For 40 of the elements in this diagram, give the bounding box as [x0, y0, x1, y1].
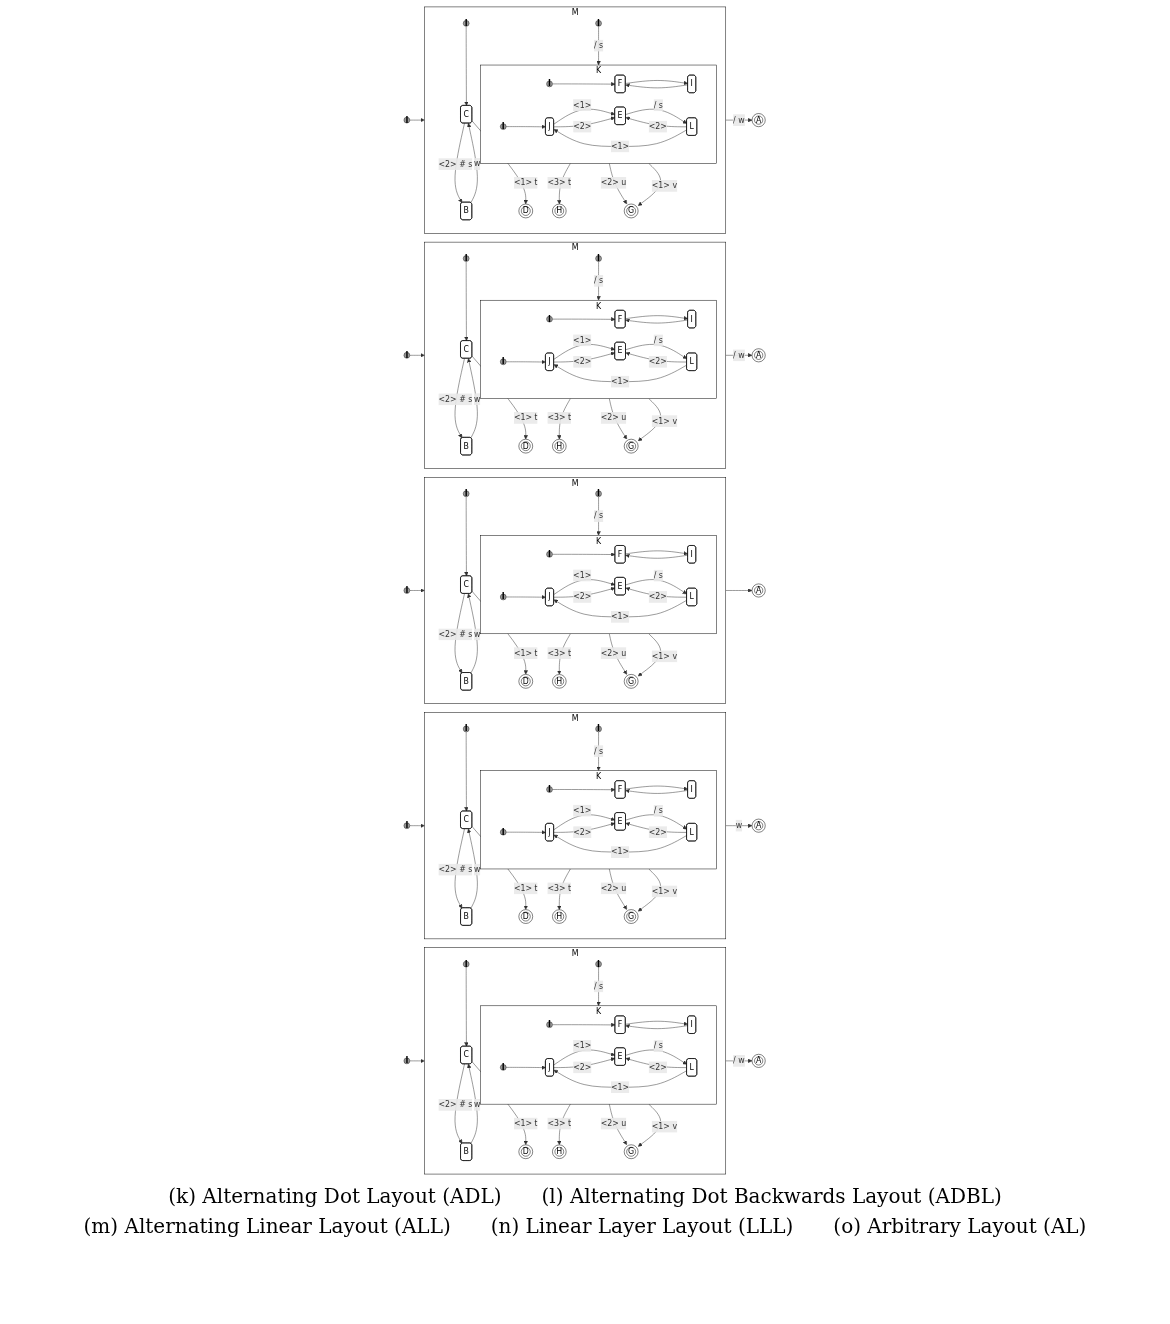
node-circle [463, 490, 470, 497]
node-circle [500, 593, 507, 600]
node-circle [500, 122, 507, 130]
cluster [480, 769, 718, 869]
node-circle [404, 586, 411, 594]
node-circle [595, 960, 603, 967]
node-circle [595, 490, 603, 497]
cluster [480, 64, 718, 164]
node-circle [463, 960, 470, 967]
cluster [480, 534, 718, 634]
cluster [424, 6, 727, 234]
cluster [424, 241, 727, 469]
cluster [480, 1005, 718, 1104]
node-circle [546, 1021, 554, 1028]
node-circle [463, 254, 470, 262]
node-circle [500, 358, 507, 365]
figure-caption: (o) Arbitrary Layout (AL) [833, 1214, 1087, 1238]
figure-caption: (n) Linear Layer Layout (LLL) [490, 1214, 794, 1238]
node-circle [595, 725, 603, 732]
node-circle [463, 19, 470, 27]
node-circle [546, 80, 554, 87]
node-circle [404, 1057, 411, 1064]
node-circle [463, 725, 470, 732]
node-circle [500, 1063, 507, 1071]
figure-caption: (l) Alternating Dot Backwards Layout (ADBL) [541, 1184, 1002, 1208]
node-circle [546, 550, 554, 557]
figure-caption: (m) Alternating Linear Layout (ALL) [83, 1214, 451, 1238]
node-circle [546, 785, 554, 793]
cluster [424, 711, 727, 939]
node-circle [404, 822, 411, 829]
node-circle [500, 828, 507, 835]
node-circle [404, 351, 411, 358]
node-circle [546, 315, 554, 322]
cluster [424, 476, 727, 704]
cluster [480, 299, 718, 399]
node-circle [595, 254, 603, 262]
node-circle [404, 116, 411, 123]
figure-caption: (k) Alternating Dot Layout (ADL) [168, 1184, 502, 1208]
cluster [424, 946, 727, 1174]
node-circle [595, 19, 603, 27]
